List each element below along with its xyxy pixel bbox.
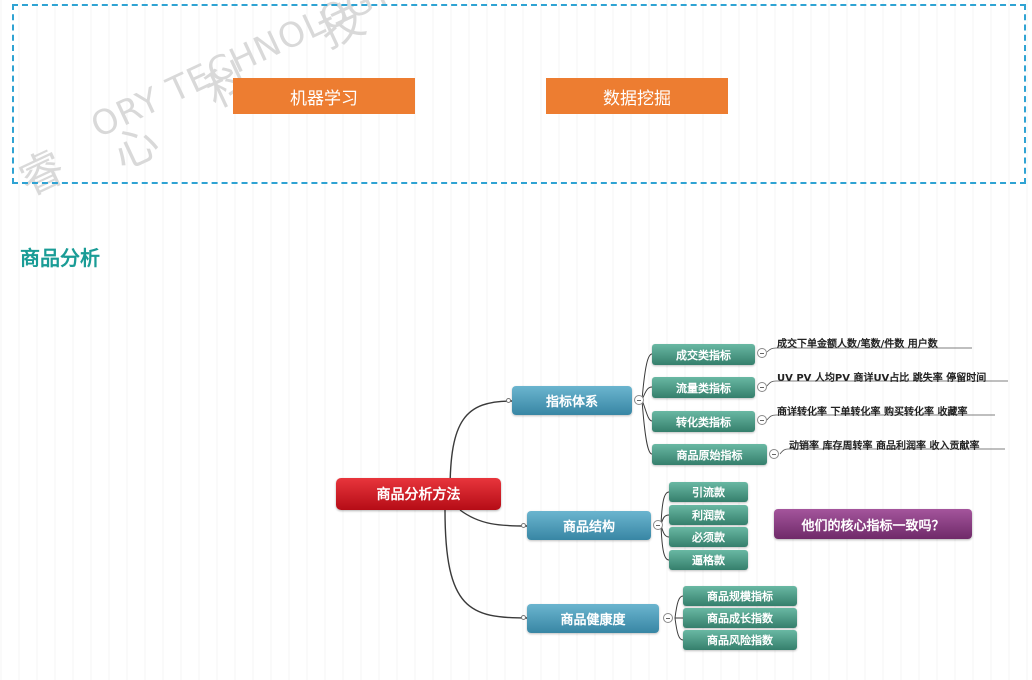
connector-root-branch3	[444, 509, 528, 619]
connector-b3-c3	[674, 617, 684, 641]
leaf-underline-1	[766, 347, 972, 353]
structure-must-have-item: 必须款	[669, 527, 748, 547]
structure-premium-item: 逼格款	[669, 550, 748, 570]
collapse-icon	[769, 449, 779, 459]
metric-raw: 商品原始指标	[652, 444, 767, 465]
health-growth-index: 商品成长指数	[683, 608, 797, 628]
leaf-transaction: 成交下单金额人数/笔数/件数 用户数	[777, 339, 938, 350]
health-scale-index: 商品规模指标	[683, 586, 797, 606]
health-risk-index: 商品风险指数	[683, 630, 797, 650]
leaf-underline-2	[766, 380, 1008, 387]
leaf-conversion: 商详转化率 下单转化率 购买转化率 收藏率	[777, 407, 968, 418]
metric-conversion: 转化类指标	[652, 411, 755, 432]
collapse-icon	[663, 613, 673, 623]
leaf-raw: 动销率 库存周转率 商品利润率 收入贡献率	[789, 441, 980, 452]
collapse-icon	[757, 348, 767, 358]
connector-b1-c4	[641, 399, 653, 455]
connector-root-branch1	[449, 400, 513, 493]
dashed-frame	[12, 4, 1026, 184]
leaf-underline-4	[779, 448, 1005, 455]
collapse-icon	[634, 395, 644, 405]
connector-b3-c1	[674, 595, 684, 619]
leaf-traffic: UV PV 人均PV 商详UV占比 跳失率 停留时间	[777, 373, 987, 384]
metric-transaction: 成交类指标	[652, 344, 755, 365]
connector-b1-c1	[641, 353, 653, 401]
structure-profit-item: 利润款	[669, 505, 748, 525]
branch-product-structure: 商品结构	[527, 511, 651, 540]
expand-dot	[521, 523, 526, 528]
connector-b2-c1	[660, 491, 670, 526]
collapse-icon	[653, 520, 663, 530]
expand-dot	[521, 615, 526, 620]
section-heading: 商品分析	[20, 246, 100, 270]
question-bubble: 他们的核心指标一致吗？	[774, 509, 972, 539]
branch-metric-system: 指标体系	[512, 386, 632, 415]
leaf-underline-3	[766, 414, 995, 421]
mindmap-root: 商品分析方法	[336, 478, 501, 510]
collapse-icon	[757, 415, 767, 425]
collapse-icon	[757, 382, 767, 392]
connector-root-branch2	[459, 509, 528, 527]
structure-traffic-item: 引流款	[669, 482, 748, 502]
connector-b2-c4	[660, 524, 670, 561]
tag-data-mining: 数据挖掘	[546, 78, 728, 114]
expand-dot	[506, 398, 511, 403]
metric-traffic: 流量类指标	[652, 377, 755, 398]
tag-machine-learning: 机器学习	[233, 78, 415, 114]
branch-product-health: 商品健康度	[527, 604, 659, 633]
